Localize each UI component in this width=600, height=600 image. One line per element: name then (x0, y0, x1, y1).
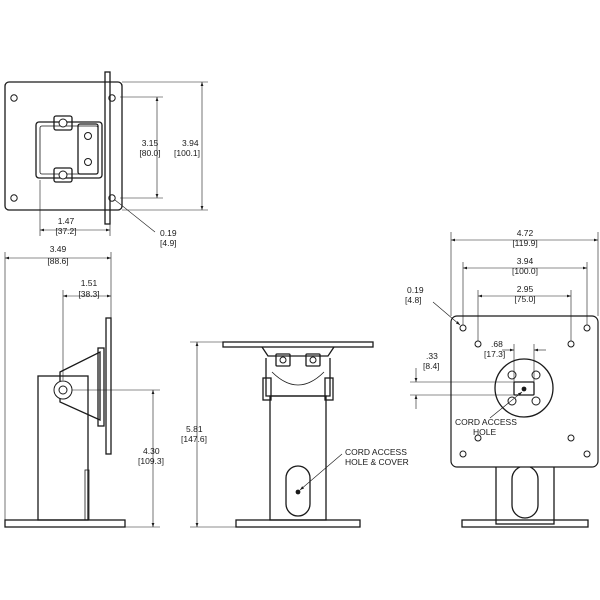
bracket-curve (271, 371, 325, 386)
bolt-icon (279, 356, 287, 364)
nut-icon (305, 353, 321, 367)
side-view: 3.49 [88.6] 1.51 [38.3] 4.30 [109.3] (4, 244, 164, 528)
dim-value-mm: [109.3] (138, 456, 164, 466)
vesa-plate (450, 315, 599, 468)
tilt-bracket (35, 121, 103, 179)
hinge-block (77, 123, 99, 175)
dim-value-mm: [100.0] (512, 266, 538, 276)
callout-cord-access: CORD ACCESS (345, 447, 407, 457)
callout-cord-access: HOLE & COVER (345, 457, 409, 467)
dim-value-mm: [4.9] (160, 238, 177, 248)
nut-icon (275, 353, 291, 367)
plate-view: 4.72 [119.9] 3.94 [100.0] 2.95 [75.0] 0.… (405, 228, 599, 528)
cord-hole-marker (521, 386, 527, 392)
bracket-tab (262, 377, 272, 401)
head-cap (261, 346, 335, 357)
bracket-clamp (53, 115, 73, 131)
dim-value: 4.30 (143, 446, 160, 456)
base-plate (461, 519, 589, 528)
cord-slot (511, 465, 539, 519)
dim-value-mm: [37.2] (55, 226, 76, 236)
dim-value: 1.47 (58, 216, 75, 226)
callout-cord-access-hole: CORD ACCESS (455, 417, 517, 427)
bolt-icon (58, 170, 68, 180)
hub-hole (531, 370, 541, 380)
dim-value: 3.49 (50, 244, 67, 254)
dim-value: 3.15 (142, 138, 159, 148)
dim-value-mm: [80.0] (139, 148, 160, 158)
dim-value-mm: [8.4] (423, 361, 440, 371)
dim-value: 3.94 (517, 256, 534, 266)
dim-value: 0.19 (160, 228, 177, 238)
dim-value-mm: [100.1] (174, 148, 200, 158)
mount-hole (567, 434, 575, 442)
base-plate (235, 519, 361, 528)
mount-hole (583, 450, 591, 458)
mount-hole (474, 434, 482, 442)
mount-hole (10, 94, 18, 102)
cord-hole-cover (285, 465, 311, 517)
dim-value: 1.51 (81, 278, 98, 288)
head-plate (97, 347, 105, 427)
post (495, 461, 555, 525)
mount-hole (583, 324, 591, 332)
hub-hole (507, 370, 517, 380)
rear-plate (4, 81, 123, 211)
center-hub (494, 358, 554, 418)
base-plate (4, 519, 126, 528)
mount-hole (459, 324, 467, 332)
vesa-plate-edge (105, 317, 112, 455)
cord-hole-marker (295, 489, 301, 495)
dim-value-mm: [17.3] (484, 349, 505, 359)
hinge-bolt-icon (84, 158, 92, 166)
dim-value-mm: [38.3] (78, 289, 99, 299)
hinge-bolt-icon (84, 132, 92, 140)
dim-value-mm: [147.6] (181, 434, 207, 444)
post-edge (84, 469, 90, 521)
dim-value: .33 (426, 351, 438, 361)
dim-value-mm: [4.8] (405, 295, 422, 305)
dim-value: 4.72 (517, 228, 534, 238)
mount-hole (567, 340, 575, 348)
vesa-plate-edge (222, 341, 374, 348)
dim-value-mm: [75.0] (514, 294, 535, 304)
bracket-tab (324, 377, 334, 401)
bracket-clamp (53, 167, 73, 183)
dim-value: 5.81 (186, 424, 203, 434)
dim-value: 2.95 (517, 284, 534, 294)
hub-hole (507, 396, 517, 406)
plate-edge (104, 71, 111, 225)
post (269, 395, 327, 521)
callout-cord-access-hole: HOLE (473, 427, 496, 437)
dim-value-mm: [119.9] (512, 238, 537, 248)
mount-hole (10, 194, 18, 202)
cord-hole (513, 381, 535, 396)
hub-hole (531, 396, 541, 406)
front-view: 5.81 [147.6] CORD ACCESS HOLE & COVER (181, 341, 409, 528)
bolt-icon (58, 118, 68, 128)
dim-value: 0.19 (407, 285, 424, 295)
mount-hole (459, 450, 467, 458)
dim-value-mm: [88.6] (47, 256, 68, 266)
mount-hole (474, 340, 482, 348)
pivot-bolt-icon (58, 385, 68, 395)
dim-value: .68 (491, 339, 503, 349)
dim-value: 3.94 (182, 138, 199, 148)
bolt-icon (309, 356, 317, 364)
rear-view: 3.15 [80.0] 3.94 [100.1] 1.47 [37.2] 0.1… (4, 71, 208, 248)
